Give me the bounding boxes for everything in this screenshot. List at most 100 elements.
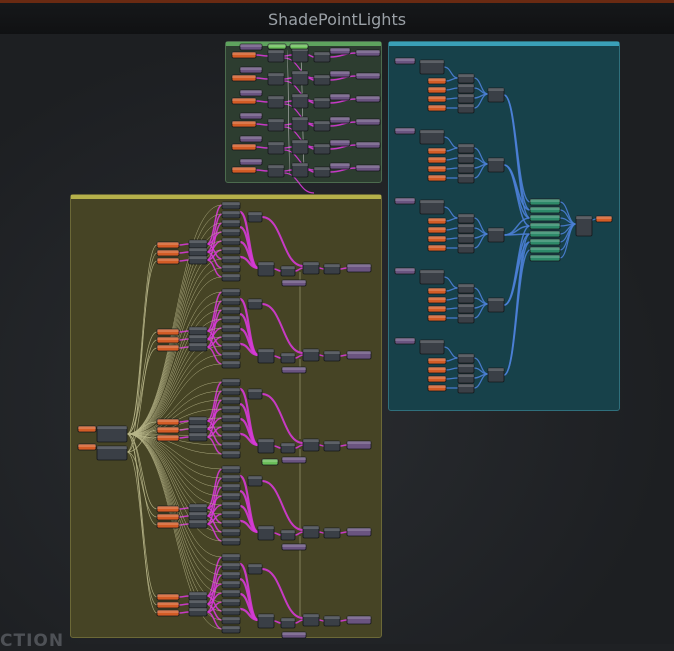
math-node[interactable] — [267, 49, 285, 63]
math-node[interactable] — [457, 153, 475, 164]
math-node[interactable] — [247, 298, 263, 310]
input-node[interactable] — [427, 296, 447, 304]
purple-node[interactable] — [329, 47, 351, 55]
math-node[interactable] — [221, 616, 241, 625]
math-node[interactable] — [188, 599, 208, 609]
math-node[interactable] — [188, 416, 208, 426]
input-node[interactable] — [427, 174, 447, 182]
input-node[interactable] — [156, 426, 180, 434]
math-node[interactable] — [221, 201, 241, 210]
math-node[interactable] — [188, 247, 208, 257]
math-node[interactable] — [291, 139, 309, 155]
output-node[interactable] — [346, 615, 372, 625]
input-node[interactable] — [427, 226, 447, 234]
output-node[interactable] — [355, 164, 381, 172]
math-node[interactable] — [247, 563, 263, 575]
math-node[interactable] — [221, 360, 241, 369]
math-node[interactable] — [487, 87, 505, 103]
math-node[interactable] — [419, 269, 445, 285]
math-node[interactable] — [419, 129, 445, 145]
math-node[interactable] — [188, 326, 208, 336]
output-node[interactable] — [355, 141, 381, 149]
green-node[interactable] — [529, 246, 561, 254]
math-node[interactable] — [291, 116, 309, 132]
input-node[interactable] — [427, 95, 447, 103]
purple-node[interactable] — [394, 197, 416, 205]
input-node[interactable] — [427, 375, 447, 383]
purple-node[interactable] — [281, 631, 307, 639]
input-node[interactable] — [427, 165, 447, 173]
math-node[interactable] — [457, 73, 475, 84]
output-node[interactable] — [355, 95, 381, 103]
input-node[interactable] — [427, 217, 447, 225]
math-node[interactable] — [221, 228, 241, 237]
math-node[interactable] — [221, 537, 241, 546]
purple-node[interactable] — [239, 158, 263, 166]
input-node[interactable] — [427, 244, 447, 252]
purple-node[interactable] — [329, 70, 351, 78]
math-node[interactable] — [247, 475, 263, 487]
math-node[interactable] — [280, 352, 296, 364]
input-node[interactable] — [156, 328, 180, 336]
math-node[interactable] — [267, 118, 285, 132]
green-node[interactable] — [529, 206, 561, 214]
purple-node[interactable] — [239, 112, 263, 120]
math-node[interactable] — [221, 519, 241, 528]
input-node[interactable] — [427, 147, 447, 155]
math-node[interactable] — [323, 350, 341, 362]
math-node[interactable] — [487, 157, 505, 173]
math-node[interactable] — [221, 492, 241, 501]
math-node[interactable] — [487, 367, 505, 383]
math-node[interactable] — [221, 528, 241, 537]
math-node[interactable] — [221, 297, 241, 306]
math-node[interactable] — [457, 353, 475, 364]
green-node[interactable] — [529, 230, 561, 238]
math-node[interactable] — [457, 243, 475, 254]
math-node[interactable] — [188, 424, 208, 434]
math-node[interactable] — [257, 613, 275, 629]
math-node[interactable] — [323, 527, 341, 539]
math-node[interactable] — [457, 283, 475, 294]
math-node[interactable] — [221, 342, 241, 351]
math-node[interactable] — [221, 273, 241, 282]
input-node[interactable] — [427, 77, 447, 85]
math-node[interactable] — [257, 348, 275, 364]
input-node[interactable] — [231, 166, 257, 174]
math-node[interactable] — [457, 233, 475, 244]
math-node[interactable] — [188, 342, 208, 352]
math-node[interactable] — [313, 51, 331, 63]
math-node[interactable] — [221, 219, 241, 228]
math-node[interactable] — [313, 143, 331, 155]
math-node[interactable] — [221, 510, 241, 519]
math-node[interactable] — [267, 164, 285, 178]
math-node[interactable] — [221, 264, 241, 273]
purple-node[interactable] — [329, 162, 351, 170]
math-node[interactable] — [457, 373, 475, 384]
green-node[interactable] — [529, 198, 561, 206]
output-node[interactable] — [355, 72, 381, 80]
input-node[interactable] — [156, 601, 180, 609]
input-node[interactable] — [156, 505, 180, 513]
green-header-node[interactable] — [289, 43, 309, 50]
math-node[interactable] — [257, 261, 275, 277]
input-node[interactable] — [156, 249, 180, 257]
input-node[interactable] — [156, 336, 180, 344]
green-node[interactable] — [529, 254, 561, 262]
math-node[interactable] — [313, 97, 331, 109]
input-node[interactable] — [231, 143, 257, 151]
math-node[interactable] — [457, 303, 475, 314]
input-node[interactable] — [156, 344, 180, 352]
math-node[interactable] — [291, 47, 309, 63]
output-node[interactable] — [346, 263, 372, 273]
math-node[interactable] — [280, 265, 296, 277]
input-node[interactable] — [231, 97, 257, 105]
input-node[interactable] — [427, 104, 447, 112]
purple-node[interactable] — [329, 116, 351, 124]
math-node[interactable] — [419, 339, 445, 355]
purple-node[interactable] — [394, 127, 416, 135]
math-node[interactable] — [221, 306, 241, 315]
output-node[interactable] — [346, 440, 372, 450]
input-node[interactable] — [77, 443, 97, 451]
input-node[interactable] — [427, 86, 447, 94]
math-node[interactable] — [221, 387, 241, 396]
